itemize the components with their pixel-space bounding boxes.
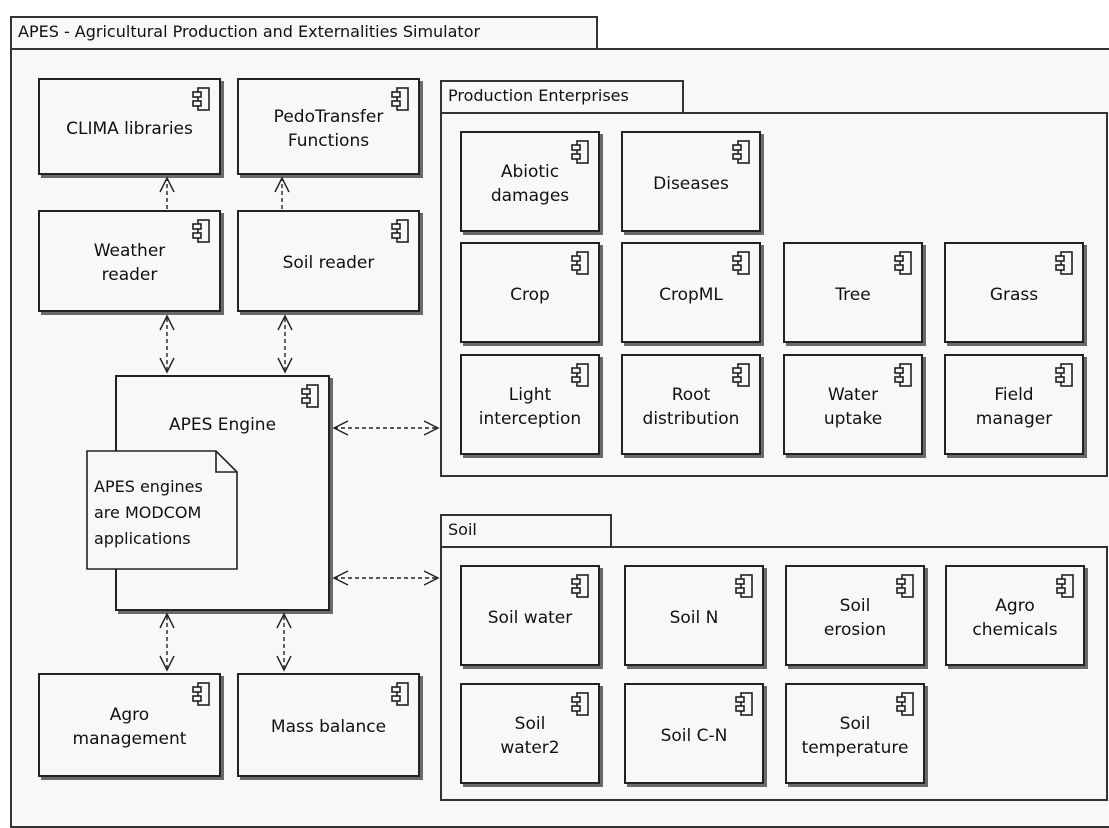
apes-engine-label: APES Engine <box>168 415 277 435</box>
arrow-head <box>159 314 175 331</box>
arrow-head <box>276 655 292 672</box>
component-icon <box>301 384 319 408</box>
component-icon <box>571 140 589 164</box>
arrow-head <box>277 314 293 331</box>
light-interception-component[interactable]: Light interception <box>460 354 600 455</box>
component-icon <box>896 574 914 598</box>
component-icon <box>1055 251 1073 275</box>
component-icon <box>571 692 589 716</box>
component-label: Grass <box>989 284 1039 305</box>
component-icon <box>735 692 753 716</box>
arrow-head <box>276 612 292 629</box>
component-icon <box>732 251 750 275</box>
component-label: Diseases <box>653 173 729 194</box>
mass-balance-component[interactable]: Mass balance <box>237 673 420 777</box>
component-icon <box>894 363 912 387</box>
component-icon <box>391 219 409 243</box>
cropml-component[interactable]: CropML <box>621 242 761 343</box>
soil-water-component[interactable]: Soil water <box>460 565 600 666</box>
component-icon <box>571 251 589 275</box>
arrow-head <box>277 357 293 374</box>
component-label: Soil erosion <box>823 595 887 640</box>
clima-libraries-component[interactable]: CLIMA libraries <box>38 78 221 175</box>
abiotic-damages-component[interactable]: Abiotic damages <box>460 131 600 232</box>
arrow-head <box>159 357 175 374</box>
component-label: Agro management <box>72 705 187 749</box>
component-label: Soil C-N <box>660 725 728 746</box>
component-label: Mass balance <box>270 717 387 737</box>
arrow-head <box>159 176 175 193</box>
component-label: Soil temperature <box>801 713 909 758</box>
soil-package-title: Soil <box>448 520 477 539</box>
soil-reader-component[interactable]: Soil reader <box>237 210 420 312</box>
component-icon <box>1056 574 1074 598</box>
component-label: Water uptake <box>823 384 883 429</box>
component-label: Agro chemicals <box>972 595 1058 640</box>
production-package-title: Production Enterprises <box>448 86 629 105</box>
arrow-head <box>159 655 175 672</box>
component-icon <box>571 574 589 598</box>
component-icon <box>1055 363 1073 387</box>
soil-erosion-component[interactable]: Soil erosion <box>785 565 925 666</box>
component-icon <box>192 219 210 243</box>
component-icon <box>391 87 409 111</box>
note-shape <box>86 450 238 570</box>
main-package-tab: APES - Agricultural Production and Exter… <box>10 16 598 50</box>
water-uptake-component[interactable]: Water uptake <box>783 354 923 455</box>
component-label: Weather reader <box>93 241 166 285</box>
soil-temperature-component[interactable]: Soil temperature <box>785 683 925 784</box>
component-label: Soil N <box>669 607 719 628</box>
component-icon <box>894 251 912 275</box>
component-label: Root distribution <box>642 384 740 429</box>
component-icon <box>732 363 750 387</box>
agro-chemicals-component[interactable]: Agro chemicals <box>945 565 1085 666</box>
engine-note-text: APES engines are MODCOM applications <box>94 477 203 548</box>
arrow-head <box>332 570 349 586</box>
component-icon <box>732 140 750 164</box>
arrow-head <box>423 570 440 586</box>
component-label: Tree <box>835 284 871 305</box>
component-label: CLIMA libraries <box>66 118 193 139</box>
grass-component[interactable]: Grass <box>944 242 1084 343</box>
component-label: Soil reader <box>282 253 375 273</box>
pedotransfer-functions-component[interactable]: PedoTransfer Functions <box>237 78 420 175</box>
component-label: Abiotic damages <box>490 161 570 206</box>
soil-n-component[interactable]: Soil N <box>624 565 764 666</box>
component-label: Soil water2 <box>500 713 560 758</box>
soil-water2-component[interactable]: Soil water2 <box>460 683 600 784</box>
crop-component[interactable]: Crop <box>460 242 600 343</box>
diseases-component[interactable]: Diseases <box>621 131 761 232</box>
component-icon <box>735 574 753 598</box>
component-icon <box>192 87 210 111</box>
arrow-head <box>274 176 290 193</box>
root-distribution-component[interactable]: Root distribution <box>621 354 761 455</box>
component-label: CropML <box>659 284 723 305</box>
component-label: Light interception <box>478 384 582 429</box>
tree-component[interactable]: Tree <box>783 242 923 343</box>
agro-management-component[interactable]: Agro management <box>38 673 221 777</box>
weather-reader-component[interactable]: Weather reader <box>38 210 221 312</box>
component-label: Soil water <box>487 607 573 628</box>
component-icon <box>391 682 409 706</box>
component-icon <box>896 692 914 716</box>
component-icon <box>571 363 589 387</box>
arrow-head <box>159 612 175 629</box>
main-package-title: APES - Agricultural Production and Exter… <box>18 22 481 41</box>
component-icon <box>192 682 210 706</box>
arrow-head <box>332 420 349 436</box>
arrow-head <box>423 420 440 436</box>
field-manager-component[interactable]: Field manager <box>944 354 1084 455</box>
component-label: Field manager <box>975 384 1053 429</box>
soil-c-n-component[interactable]: Soil C-N <box>624 683 764 784</box>
component-label: Crop <box>510 284 550 305</box>
component-label: PedoTransfer Functions <box>273 106 384 151</box>
